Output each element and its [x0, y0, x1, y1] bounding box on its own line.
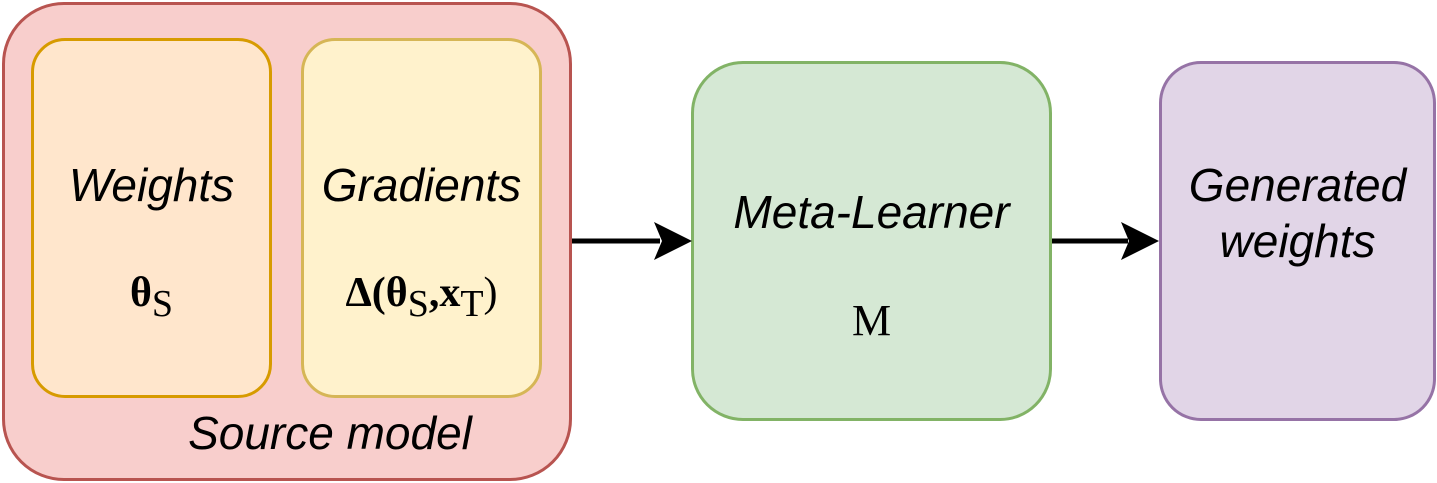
- meta-learner-box: [691, 61, 1052, 421]
- arrow-source-to-meta: [572, 222, 692, 260]
- gradients-box: [301, 38, 542, 398]
- source-model-label: Source model: [188, 407, 472, 459]
- arrow-meta-to-generated: [1052, 222, 1159, 260]
- generated-weights-box: [1159, 61, 1436, 421]
- gradients-title: Gradients: [321, 159, 522, 211]
- generated-weights-title: Generated weights: [1188, 159, 1407, 267]
- gradient-comma-x: ,x: [428, 270, 461, 316]
- weights-subscript: S: [151, 283, 174, 325]
- meta-learner-symbol: M: [851, 296, 892, 345]
- weights-symbol: θS: [31, 268, 272, 325]
- gradient-subscript-s: S: [407, 283, 429, 325]
- gradient-close: ): [483, 270, 498, 316]
- gradient-prefix: Δ(θ: [345, 270, 408, 316]
- gradients-symbol: Δ(θS,xT): [301, 268, 542, 325]
- gradient-subscript-t: T: [460, 283, 484, 325]
- meta-learner-title: Meta-Learner: [733, 186, 1010, 238]
- theta-symbol: θ: [129, 270, 152, 316]
- weights-box: [31, 38, 272, 398]
- weights-title: Weights: [68, 159, 235, 211]
